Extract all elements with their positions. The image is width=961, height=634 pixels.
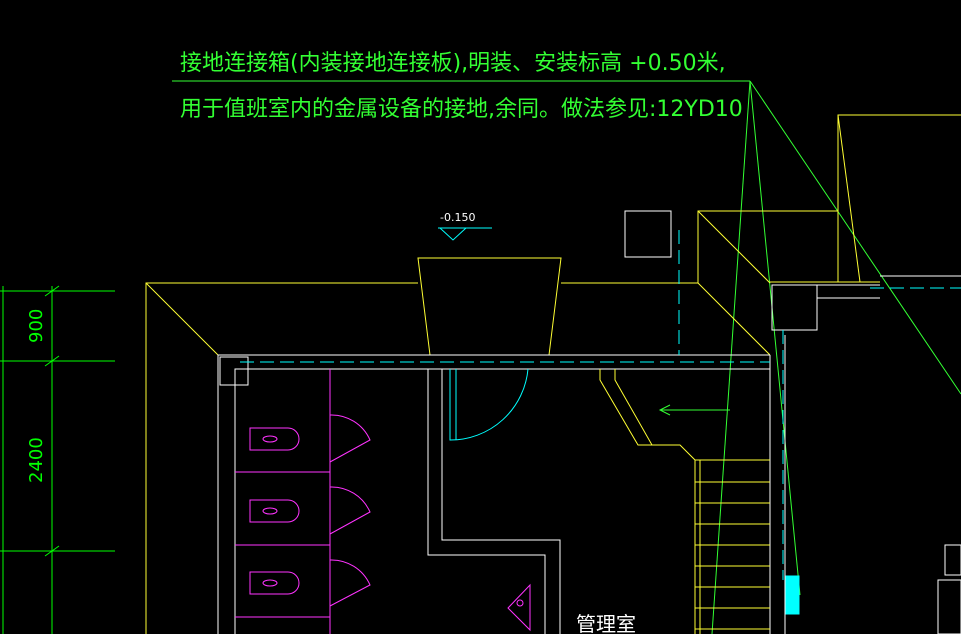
walls <box>217 210 961 634</box>
roof-outline <box>145 114 961 634</box>
dimension-chain: 900 2400 <box>0 285 115 634</box>
dim-lower: 2400 <box>26 437 47 483</box>
note-line-1: 接地连接箱(内装接地连接板),明装、安装标高 +0.50米, <box>180 51 726 76</box>
toilet-stalls <box>235 369 531 634</box>
level-value: -0.150 <box>440 211 475 224</box>
dim-upper: 900 <box>26 309 47 343</box>
leader-line-a <box>711 80 751 634</box>
leader-diagonal <box>749 80 961 395</box>
leader-line-b <box>749 80 801 596</box>
staircase <box>599 369 770 634</box>
room-label: 管理室 <box>576 612 636 634</box>
grounding-annotation: 接地连接箱(内装接地连接板),明装、安装标高 +0.50米, 用于值班室内的金属… <box>172 51 961 634</box>
grounding-box <box>785 575 800 615</box>
grounding-lines <box>240 230 961 615</box>
note-line-2: 用于值班室内的金属设备的接地,余同。做法参见:12YD10 <box>180 97 743 122</box>
level-marker: -0.150 <box>438 211 492 241</box>
